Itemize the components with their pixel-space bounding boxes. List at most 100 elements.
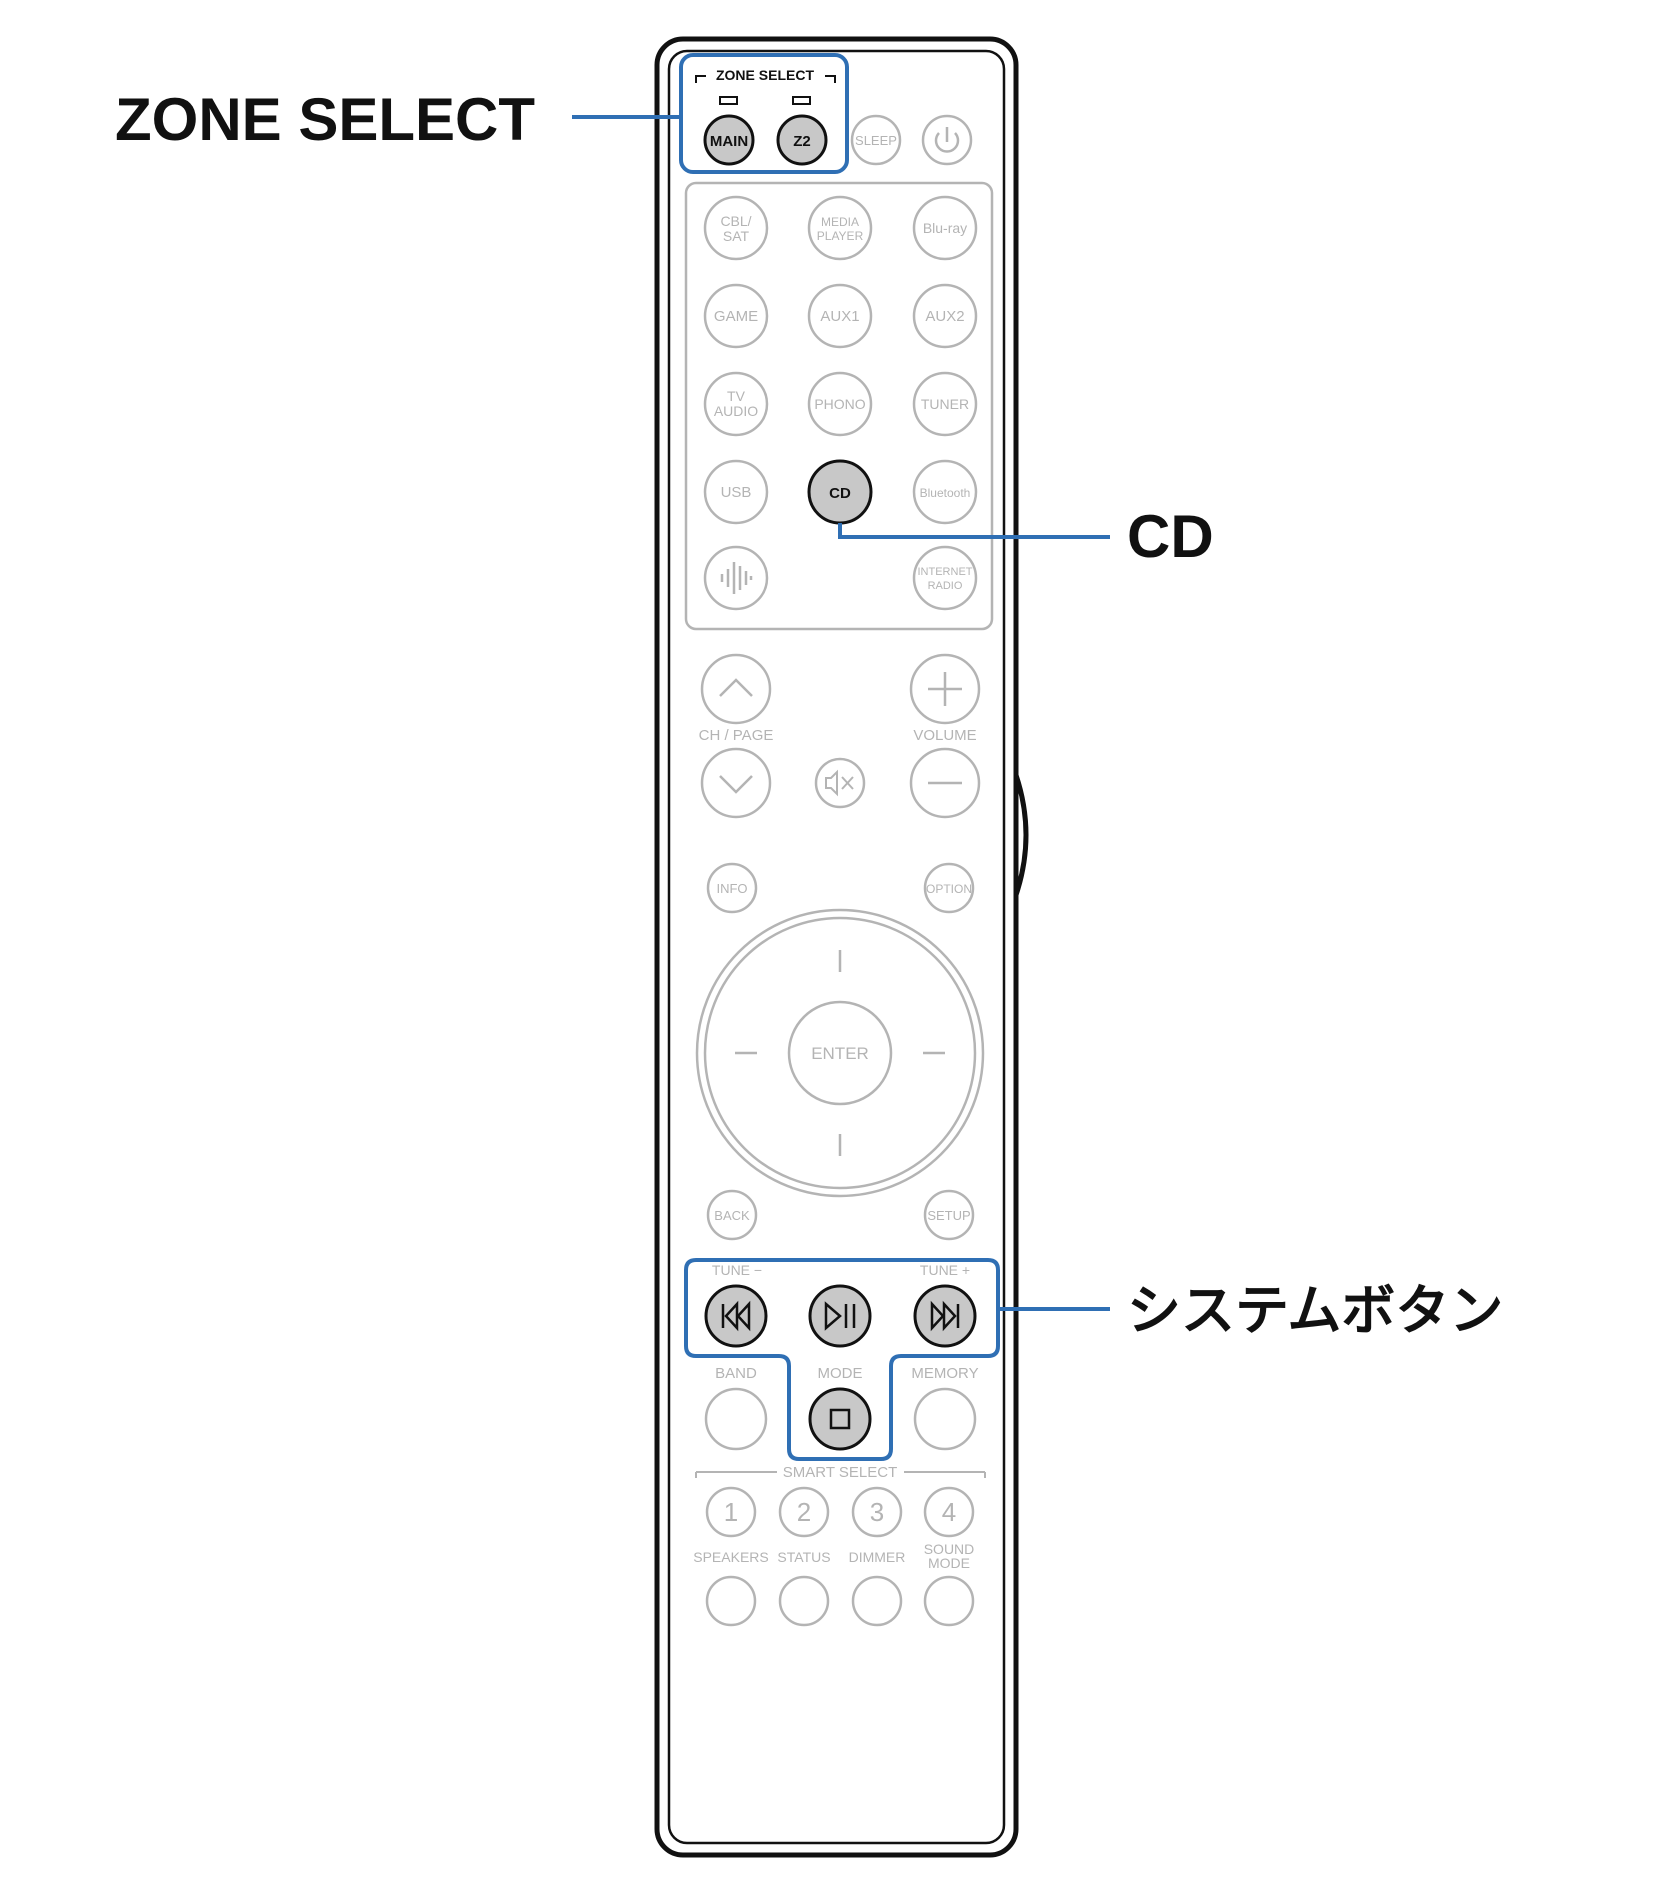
smart-select-3-label: 3: [870, 1497, 884, 1527]
media-player-label-2: PLAYER: [817, 229, 864, 243]
smart-select-4-label: 4: [942, 1497, 956, 1527]
volume-label: VOLUME: [913, 727, 976, 744]
internet-radio-button[interactable]: INTERNET RADIO: [912, 545, 978, 611]
next-track-button[interactable]: [913, 1284, 977, 1348]
sound-mode-label-2: MODE: [928, 1555, 970, 1571]
dimmer-button[interactable]: [851, 1575, 903, 1627]
play-pause-button[interactable]: [808, 1284, 872, 1348]
ch-page-down-button[interactable]: [700, 747, 772, 819]
internet-radio-label-2: RADIO: [928, 580, 963, 592]
band-button[interactable]: [704, 1387, 768, 1451]
smart-select-3-button[interactable]: 3: [851, 1486, 903, 1538]
zone-select-area: ZONE SELECT MAIN Z2 SLEEP: [679, 53, 973, 174]
volume-up-button[interactable]: [909, 653, 981, 725]
navigation-pad[interactable]: [695, 908, 985, 1198]
bluetooth-label: Bluetooth: [920, 486, 971, 500]
sound-mode-button[interactable]: [923, 1575, 975, 1627]
system-buttons-callout: システムボタン: [1127, 1279, 1503, 1342]
previous-track-button[interactable]: [704, 1284, 768, 1348]
tuner-button[interactable]: TUNER: [912, 371, 978, 437]
cbl-sat-button[interactable]: CBL/ SAT: [703, 195, 769, 261]
callouts: ZONE SELECT CD システムボタン: [115, 86, 1503, 1342]
remote-body: [654, 36, 1029, 1858]
tune-minus-label: TUNE −: [712, 1262, 762, 1278]
tv-audio-label-1: TV: [727, 388, 746, 404]
tune-plus-label: TUNE +: [920, 1262, 970, 1278]
media-player-button[interactable]: MEDIA PLAYER: [807, 195, 873, 261]
zone-select-highlight: [679, 53, 849, 174]
stop-button[interactable]: [808, 1387, 872, 1451]
speakers-label: SPEAKERS: [693, 1549, 768, 1565]
main-zone-button[interactable]: MAIN: [703, 114, 755, 166]
zone-select-header: ZONE SELECT: [716, 67, 814, 83]
status-button[interactable]: [778, 1575, 830, 1627]
mode-label: MODE: [818, 1365, 863, 1382]
band-label: BAND: [715, 1365, 757, 1382]
enter-button[interactable]: ENTER: [787, 1000, 893, 1106]
cd-button[interactable]: CD: [807, 459, 873, 525]
mute-button[interactable]: [814, 757, 866, 809]
heos-button[interactable]: [703, 545, 769, 611]
skip-forward-icon: [930, 1300, 960, 1332]
smart-select-2-button[interactable]: 2: [778, 1486, 830, 1538]
plus-icon: [928, 672, 962, 706]
back-label: BACK: [714, 1208, 750, 1223]
phono-label: PHONO: [814, 396, 865, 412]
internet-radio-label-1: INTERNET: [918, 566, 973, 578]
usb-button[interactable]: USB: [703, 459, 769, 525]
sound-mode-label-1: SOUND: [924, 1541, 975, 1557]
chevron-down-icon: [719, 775, 753, 794]
channel-volume-section: CH / PAGE VOLUME: [699, 653, 981, 819]
ch-page-up-button[interactable]: [700, 653, 772, 725]
game-label: GAME: [714, 308, 758, 325]
bluray-button[interactable]: Blu-ray: [912, 195, 978, 261]
z2-zone-label: Z2: [793, 133, 811, 150]
z2-zone-button[interactable]: Z2: [776, 114, 828, 166]
aux1-button[interactable]: AUX1: [807, 283, 873, 349]
aux1-label: AUX1: [820, 308, 859, 325]
heos-icon: [720, 562, 753, 594]
info-label: INFO: [716, 881, 747, 896]
ch-page-label: CH / PAGE: [699, 727, 774, 744]
info-button[interactable]: INFO: [706, 862, 758, 914]
setup-button[interactable]: SETUP: [923, 1189, 975, 1241]
main-zone-label: MAIN: [710, 133, 748, 150]
system-buttons-area: TUNE − TUNE + BA: [684, 1258, 1000, 1461]
skip-back-icon: [721, 1300, 751, 1332]
play-pause-icon: [824, 1301, 856, 1331]
game-button[interactable]: GAME: [703, 283, 769, 349]
option-button[interactable]: OPTION: [923, 862, 975, 914]
smart-select-1-button[interactable]: 1: [705, 1486, 757, 1538]
memory-button[interactable]: [913, 1387, 977, 1451]
volume-down-button[interactable]: [909, 747, 981, 819]
tuner-label: TUNER: [921, 396, 969, 412]
speakers-button[interactable]: [705, 1575, 757, 1627]
back-button[interactable]: BACK: [706, 1189, 758, 1241]
system-buttons-highlight: [684, 1258, 1000, 1461]
smart-select-label: SMART SELECT: [783, 1464, 897, 1481]
cd-callout: CD: [1127, 503, 1214, 570]
power-button[interactable]: [921, 114, 973, 166]
media-player-label-1: MEDIA: [821, 215, 859, 229]
smart-select-4-button[interactable]: 4: [923, 1486, 975, 1538]
phono-button[interactable]: PHONO: [807, 371, 873, 437]
tv-audio-button[interactable]: TV AUDIO: [703, 371, 769, 437]
zone-select-callout: ZONE SELECT: [115, 86, 535, 153]
sleep-button[interactable]: SLEEP: [850, 114, 902, 166]
smart-select-section: SMART SELECT 1 2 3 4 SPEAKERS STATUS DIM…: [693, 1464, 986, 1627]
tv-audio-label-2: AUDIO: [714, 403, 758, 419]
bluetooth-button[interactable]: Bluetooth: [912, 459, 978, 525]
chevron-up-icon: [719, 678, 753, 697]
sleep-label: SLEEP: [855, 133, 897, 148]
cbl-sat-label-1: CBL/: [720, 213, 751, 229]
stop-icon: [829, 1408, 851, 1430]
dimmer-label: DIMMER: [849, 1549, 906, 1565]
status-label: STATUS: [777, 1549, 830, 1565]
aux2-button[interactable]: AUX2: [912, 283, 978, 349]
cd-button-label: CD: [829, 485, 851, 502]
bluray-label: Blu-ray: [923, 220, 967, 236]
usb-label: USB: [721, 484, 752, 501]
setup-label: SETUP: [927, 1208, 970, 1223]
smart-select-2-label: 2: [797, 1497, 811, 1527]
